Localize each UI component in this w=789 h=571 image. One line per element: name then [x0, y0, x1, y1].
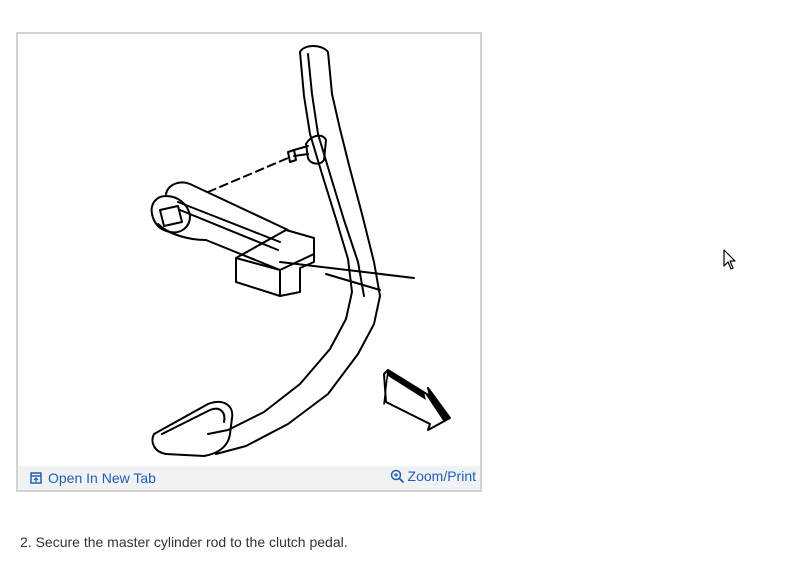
zoom-in-icon — [390, 469, 404, 483]
clutch-pedal-illustration — [150, 45, 451, 457]
open-in-new-tab-link[interactable]: Open In New Tab — [30, 470, 156, 486]
zoom-print-label: Zoom/Print — [407, 468, 476, 484]
open-new-tab-icon — [30, 472, 42, 484]
figure-toolbar: Open In New Tab Zoom/Print — [18, 466, 480, 490]
figure-card: Open In New Tab Zoom/Print — [16, 32, 482, 492]
step-instruction: 2. Secure the master cylinder rod to the… — [20, 534, 348, 550]
open-in-new-tab-label: Open In New Tab — [48, 470, 156, 486]
zoom-print-link[interactable]: Zoom/Print — [390, 468, 476, 484]
mouse-pointer-icon — [723, 249, 736, 270]
